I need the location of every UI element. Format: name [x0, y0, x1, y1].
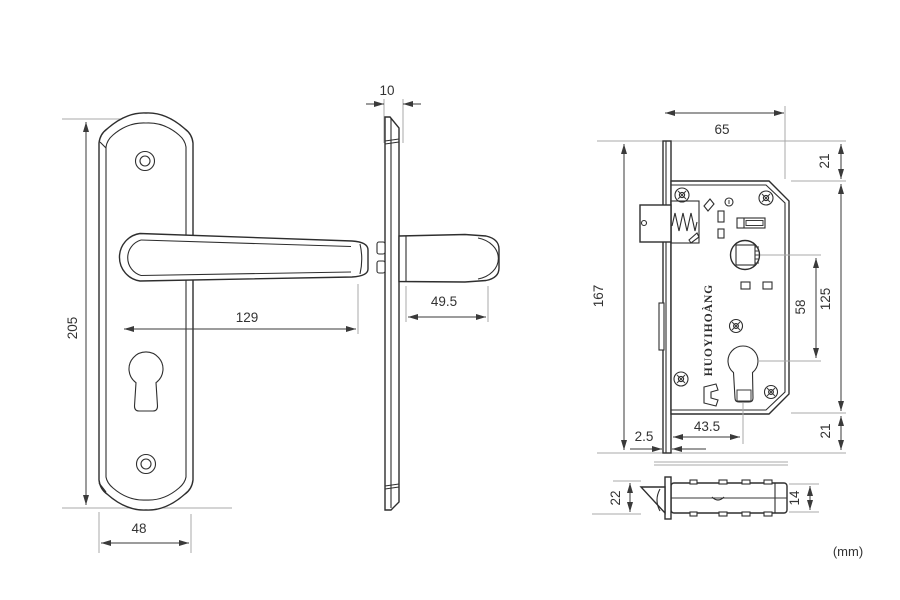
euro-keyhole — [128, 351, 164, 412]
dim-faceplate-bottom-offset: 21 — [818, 416, 844, 450]
deadbolt-edge — [658, 302, 665, 351]
plate-side-profile — [384, 116, 400, 511]
cylinder-keyhole — [727, 345, 759, 403]
plate-top-screw — [134, 150, 156, 172]
small-pin — [724, 197, 734, 207]
internal-slot — [717, 210, 725, 223]
dim-label-plate-thickness: 10 — [379, 83, 394, 98]
dim-faceplate-top-offset: 21 — [817, 144, 844, 179]
dim-label-plate-width: 48 — [131, 521, 146, 536]
view-handle-side: 10 49.5 — [366, 83, 500, 511]
view-lock-bottom: 22 14 — [592, 461, 819, 520]
case-screw — [758, 190, 774, 206]
lever-inner-line — [140, 271, 352, 277]
lock-body-bottom — [670, 479, 788, 517]
lever-inner-line — [140, 239, 352, 248]
dim-label-cylinder-backset: 43.5 — [694, 419, 720, 434]
handle-mount-tab — [376, 260, 386, 274]
dim-case-thickness: 14 — [787, 486, 813, 510]
dim-label-latch-view-height: 22 — [608, 490, 623, 505]
dim-faceplate-thickness: 2.5 — [630, 429, 706, 452]
dim-label-plate-height: 205 — [65, 317, 80, 340]
internal-slot — [717, 228, 725, 239]
plate-bottom-screw — [135, 453, 157, 475]
internal-cam — [703, 198, 715, 212]
dim-label-faceplate-thickness: 2.5 — [635, 429, 654, 444]
case-screw — [763, 384, 779, 400]
hook-clip — [703, 383, 719, 407]
lock-case-inner-edge — [671, 184, 786, 411]
dim-grip-length: 49.5 — [408, 294, 486, 320]
handle-mount-tab — [376, 241, 386, 255]
view-lock-body: HUOYIHOÀNG 65 167 21 125 58 21 — [591, 106, 846, 454]
view-handle-front: 205 129 48 — [62, 112, 369, 553]
latch-bolt — [639, 204, 672, 243]
lever-inner-arc — [127, 239, 142, 277]
dim-latch-view-height: 22 — [608, 483, 633, 512]
unit-note: (mm) — [833, 544, 863, 559]
dim-case-width: 65 — [665, 110, 784, 137]
dim-plate-height: 205 — [65, 122, 89, 505]
spindle-hub — [729, 239, 761, 271]
lever-grip-side — [398, 233, 500, 283]
internal-slot — [762, 281, 773, 290]
dim-label-lever-length: 129 — [236, 310, 259, 325]
dim-faceplate-height: 167 — [591, 144, 627, 450]
dim-label-grip-length: 49.5 — [431, 294, 457, 309]
latch-bevel-bottom — [639, 486, 666, 515]
handle-plate-inner-edge — [105, 122, 187, 501]
dim-label-case-width: 65 — [714, 122, 729, 137]
lever-end-inner-line — [359, 243, 363, 275]
case-screw — [728, 318, 744, 334]
case-screw — [673, 371, 689, 387]
dim-lever-length: 129 — [124, 310, 356, 332]
faceplate-edge-bottom — [664, 476, 672, 520]
dim-case-height: 125 — [818, 184, 844, 411]
handle-plate-outline — [98, 112, 194, 511]
dim-plate-thickness: 10 — [366, 83, 421, 107]
dim-label-faceplate-top-offset: 21 — [817, 153, 832, 168]
dim-plate-width: 48 — [101, 521, 189, 546]
case-screw — [674, 187, 690, 203]
dim-spindle-to-cylinder: 58 — [793, 258, 819, 358]
dim-label-case-thickness: 14 — [787, 490, 802, 506]
dim-label-faceplate-height: 167 — [591, 285, 606, 308]
brand-text: HUOYIHOÀNG — [701, 284, 715, 376]
cylinder-notch — [736, 389, 752, 402]
lock-faceplate — [662, 140, 672, 454]
lock-case-outline — [670, 180, 790, 415]
latch-spring — [671, 212, 698, 232]
spring-tab — [688, 232, 700, 244]
dim-label-faceplate-bottom-offset: 21 — [818, 423, 833, 438]
dim-label-spindle-to-cylinder: 58 — [793, 299, 808, 314]
plate-bevel-edge — [98, 482, 107, 493]
dim-cylinder-backset: 43.5 — [673, 419, 740, 440]
dim-label-case-height: 125 — [818, 288, 833, 311]
stop-slider — [736, 217, 766, 229]
plate-bevel-edge — [99, 141, 107, 149]
internal-slot — [740, 281, 751, 290]
